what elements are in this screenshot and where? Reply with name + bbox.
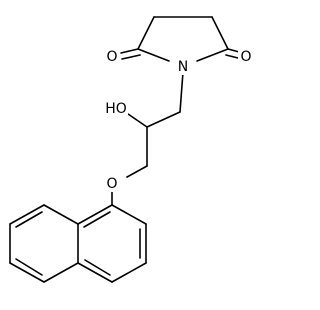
bond-naph-c8a-c8 [43, 204, 79, 225]
atom-label-carbonyl-o-right: O [240, 49, 251, 65]
bond-naph-double-c4-c4a [84, 259, 111, 276]
bond-ring-ch2-c5 [211, 16, 229, 50]
bond-naph-c1-c2 [111, 204, 147, 225]
bond-naph-double-c8a-c1 [83, 211, 111, 228]
bond-naph-c6-c5 [9, 262, 45, 283]
bond-carbonyl-left-1 [120, 48, 139, 54]
bond-choh-oh [127, 113, 148, 128]
bond-ch2-o [126, 165, 148, 178]
bond-carbonyl-left-2 [121, 54, 141, 60]
molecule-structure: O O N HO O [9, 16, 254, 283]
bond-ring-ch2-c2 [137, 16, 155, 50]
bond-ring-c5-n [196, 48, 229, 62]
atom-label-nitrogen: N [178, 59, 188, 75]
atom-label-carbonyl-o-left: O [106, 49, 117, 65]
bonds [9, 16, 244, 283]
bond-naph-c8a-c1 [77, 204, 113, 225]
bond-naph-c3-c4 [111, 262, 147, 283]
atom-label-ether-o: O [106, 176, 117, 192]
atom-labels: O O N HO O [104, 47, 254, 192]
bond-naph-double-c8-c7 [15, 211, 43, 228]
atom-label-hydroxyl: HO [105, 101, 127, 117]
bond-naph-double-c6-c5 [15, 258, 43, 276]
bond-naph-c4-c4a [77, 262, 113, 283]
bond-ring-c2-n [137, 48, 170, 62]
bond-n-ch2 [179, 71, 184, 113]
bond-naph-c5-c4a [43, 262, 79, 283]
bond-naph-c8-c7 [9, 204, 45, 225]
bond-ch2-choh [146, 111, 181, 128]
